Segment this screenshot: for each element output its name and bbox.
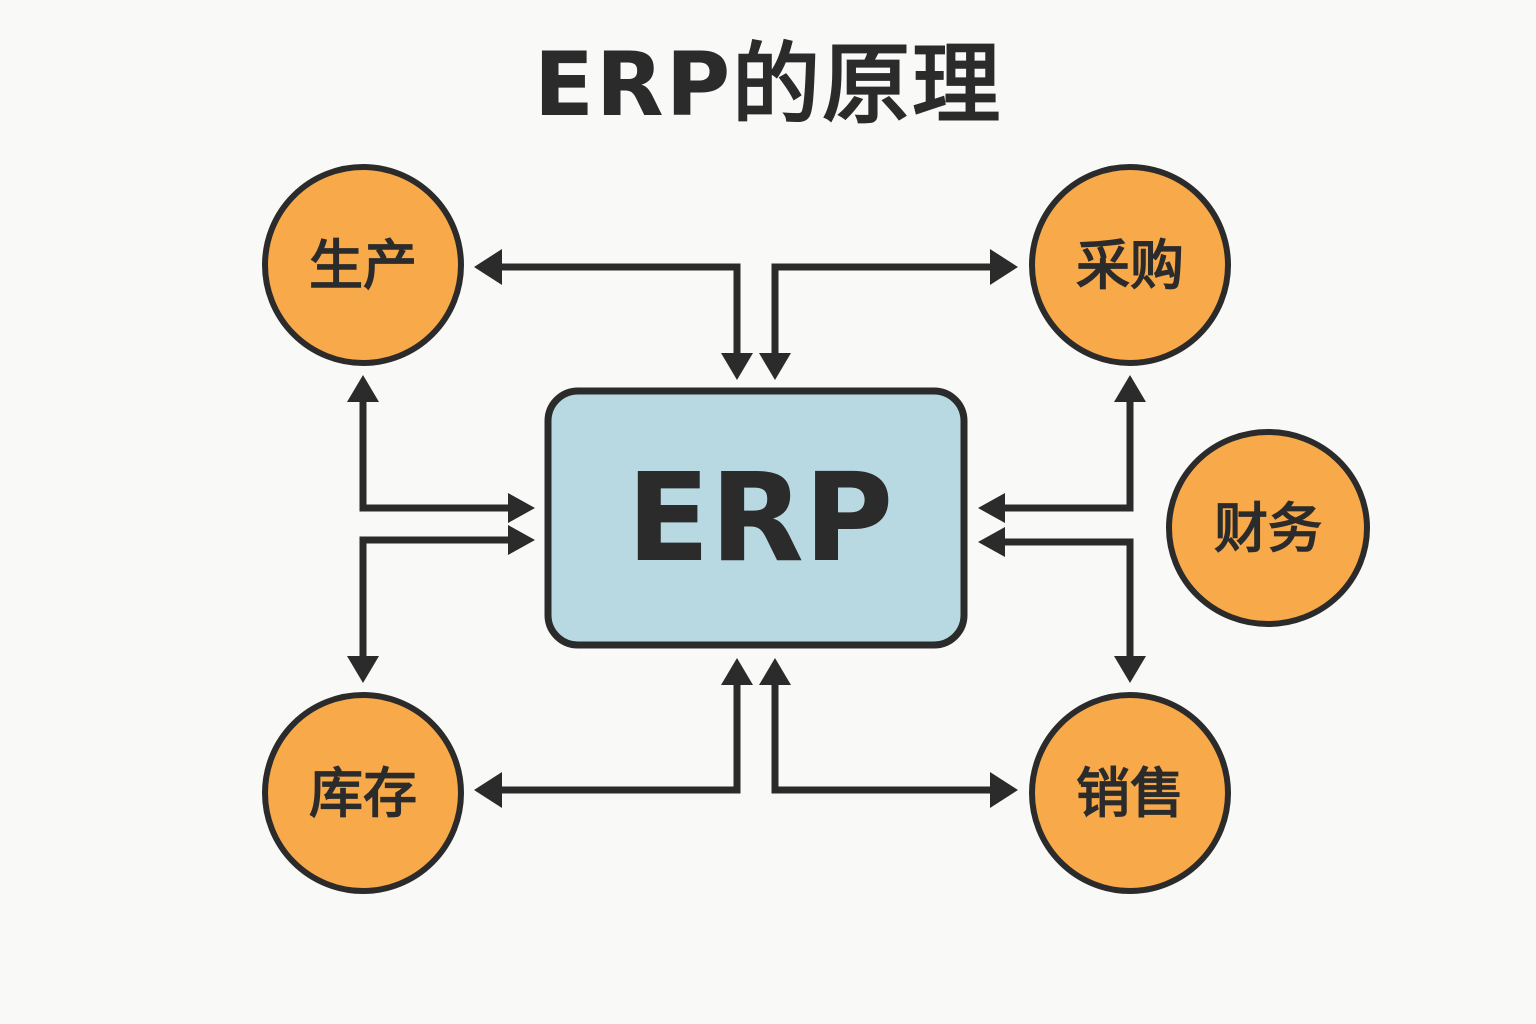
arrowhead-icon bbox=[721, 353, 753, 380]
arrowhead-icon bbox=[508, 493, 535, 523]
module-label-sales: 销售 bbox=[1076, 762, 1184, 825]
arrowhead-icon bbox=[759, 353, 791, 380]
connector-procurement-erp bbox=[771, 263, 1000, 355]
arrowhead-icon bbox=[990, 249, 1018, 285]
connector-erp-sales-side bbox=[1002, 538, 1134, 660]
arrowhead-icon bbox=[759, 658, 791, 685]
arrowhead-icon bbox=[474, 772, 502, 808]
module-label-inventory: 库存 bbox=[309, 762, 417, 825]
connector-procurement-erp-side bbox=[1002, 400, 1134, 512]
module-node-inventory[interactable]: 库存 bbox=[262, 692, 464, 894]
arrowhead-icon bbox=[508, 525, 535, 555]
connector-production-erp bbox=[500, 263, 741, 355]
arrowhead-icon bbox=[990, 772, 1018, 808]
erp-center-label: ERP bbox=[627, 447, 894, 589]
diagram-title: ERP的原理 bbox=[533, 33, 1003, 136]
arrowhead-icon bbox=[1114, 375, 1146, 402]
module-node-finance[interactable]: 财务 bbox=[1166, 429, 1370, 627]
arrowhead-icon bbox=[1114, 656, 1146, 683]
erp-center-node[interactable]: ERP bbox=[544, 387, 968, 649]
module-node-procurement[interactable]: 采购 bbox=[1029, 164, 1231, 366]
module-label-finance: 财务 bbox=[1214, 497, 1322, 560]
module-label-procurement: 采购 bbox=[1076, 234, 1184, 297]
arrowhead-icon bbox=[347, 656, 379, 683]
arrowhead-icon bbox=[347, 375, 379, 402]
arrowhead-icon bbox=[978, 493, 1005, 523]
connector-sales-erp bbox=[771, 682, 1000, 794]
arrowhead-icon bbox=[978, 527, 1005, 557]
connector-production-erp-side bbox=[359, 400, 512, 512]
module-node-sales[interactable]: 销售 bbox=[1029, 692, 1231, 894]
connector-erp-inventory-side bbox=[359, 536, 512, 660]
module-node-production[interactable]: 生产 bbox=[262, 164, 464, 366]
arrowhead-icon bbox=[721, 658, 753, 685]
connector-inventory-erp bbox=[500, 682, 741, 794]
module-label-production: 生产 bbox=[309, 234, 417, 297]
arrowhead-icon bbox=[474, 249, 502, 285]
